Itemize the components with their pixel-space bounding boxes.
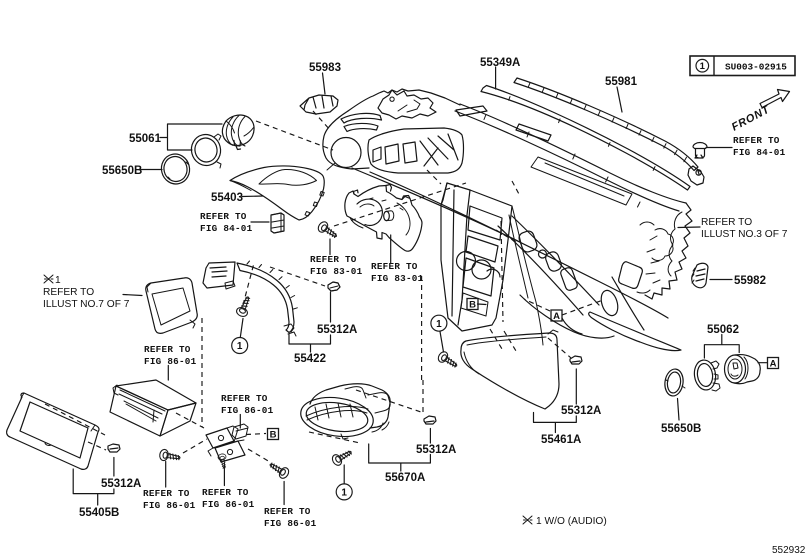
svg-text:FIG 84-01: FIG 84-01 [733,147,786,158]
svg-text:1: 1 [436,319,442,330]
svg-text:1: 1 [341,488,347,499]
svg-text:55650B: 55650B [661,423,701,435]
svg-text:B: B [270,430,277,441]
svg-text:REFER TO: REFER TO [701,217,752,228]
svg-text:FIG 86-01: FIG 86-01 [264,518,317,529]
svg-text:55461A: 55461A [541,434,581,446]
svg-text:55312A: 55312A [101,478,141,490]
svg-text:55405B: 55405B [79,507,119,519]
svg-text:REFER TO: REFER TO [43,287,94,298]
svg-text:B: B [469,300,476,311]
svg-text:55981: 55981 [605,76,638,88]
svg-text:ILLUST NO.3 OF 7: ILLUST NO.3 OF 7 [701,229,788,240]
svg-text:FIG 83-01: FIG 83-01 [371,273,424,284]
svg-text:55403: 55403 [211,192,243,204]
svg-text:REFER TO: REFER TO [733,135,780,146]
svg-text:SU003-02915: SU003-02915 [725,61,787,72]
svg-text:FIG 83-01: FIG 83-01 [310,266,363,277]
svg-text:FIG 86-01: FIG 86-01 [144,356,197,367]
svg-text:1: 1 [237,341,243,352]
svg-text:55312A: 55312A [561,405,601,417]
svg-text:FIG 84-01: FIG 84-01 [200,223,253,234]
svg-text:REFER TO: REFER TO [200,211,247,222]
svg-text:55670A: 55670A [385,472,425,484]
svg-text:552932: 552932 [772,545,806,556]
svg-text:FIG 86-01: FIG 86-01 [221,405,274,416]
svg-text:1 W/O (AUDIO): 1 W/O (AUDIO) [536,516,607,527]
svg-text:REFER TO: REFER TO [202,487,249,498]
svg-text:55312A: 55312A [416,444,456,456]
svg-text:1: 1 [700,61,706,72]
svg-text:REFER TO: REFER TO [264,506,311,517]
svg-text:55312A: 55312A [317,324,357,336]
svg-text:FIG 86-01: FIG 86-01 [202,499,255,510]
svg-text:REFER TO: REFER TO [371,261,418,272]
svg-text:REFER TO: REFER TO [310,254,357,265]
svg-text:REFER TO: REFER TO [221,393,268,404]
svg-text:1: 1 [55,275,61,286]
svg-text:55061: 55061 [129,133,162,145]
svg-text:55349A: 55349A [480,57,520,69]
svg-text:55982: 55982 [734,275,766,287]
svg-text:FIG 86-01: FIG 86-01 [143,500,196,511]
svg-text:55422: 55422 [294,353,326,365]
svg-text:A: A [770,359,777,370]
svg-text:FRONT: FRONT [730,103,773,133]
svg-text:55062: 55062 [707,324,739,336]
svg-text:55650B: 55650B [102,165,142,177]
svg-text:A: A [553,311,560,322]
svg-text:REFER TO: REFER TO [143,488,190,499]
svg-text:55983: 55983 [309,62,341,74]
svg-text:REFER TO: REFER TO [144,344,191,355]
svg-text:ILLUST NO.7 OF 7: ILLUST NO.7 OF 7 [43,299,130,310]
